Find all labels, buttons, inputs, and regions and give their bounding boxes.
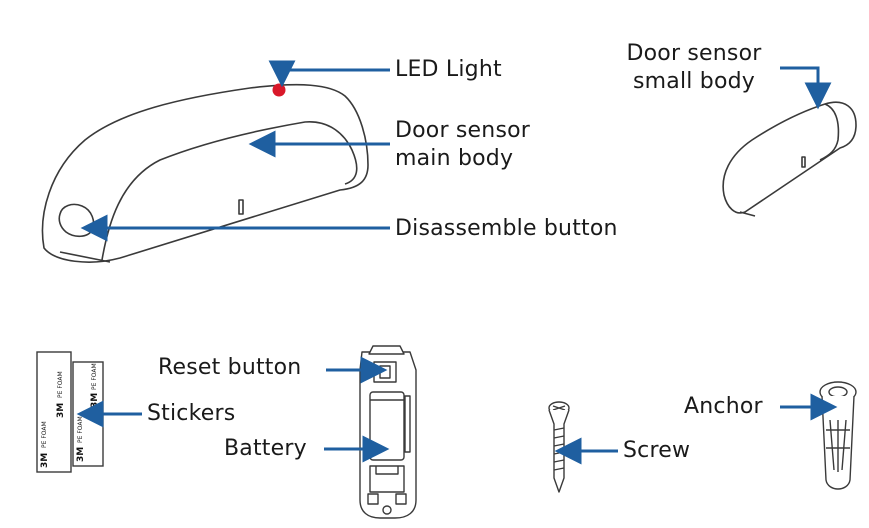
label-disassemble-button: Disassemble button xyxy=(395,216,618,241)
door-sensor-main-body xyxy=(41,83,369,263)
sensor-inner-case xyxy=(359,345,417,519)
label-battery: Battery xyxy=(224,436,307,461)
label-small-body-line2: small body xyxy=(632,69,755,94)
sticker-text-1: PE FOAM xyxy=(41,421,48,448)
screw-drawing xyxy=(548,401,570,493)
label-screw: Screw xyxy=(623,438,691,463)
led-dot xyxy=(272,83,286,97)
label-reset-button: Reset button xyxy=(158,355,302,380)
label-stickers: Stickers xyxy=(147,401,236,426)
sticker-large: 3M PE FOAM 3M PE FOAM xyxy=(36,351,72,473)
door-sensor-small-body xyxy=(722,101,857,217)
label-anchor: Anchor xyxy=(684,394,763,419)
sticker-text-4: PE FOAM xyxy=(91,363,98,390)
sticker-text-2: PE FOAM xyxy=(57,371,64,398)
disassemble-button-recess xyxy=(58,203,95,238)
pointer-arrows xyxy=(76,60,838,465)
label-small-body-line1: Door sensor xyxy=(626,41,762,66)
label-main-body-line1: Door sensor xyxy=(395,118,531,143)
arrow-led-light xyxy=(268,60,390,88)
sticker-logo-1: 3M xyxy=(40,453,50,468)
label-led-light: LED Light xyxy=(395,57,502,82)
sticker-text-3: PE FOAM xyxy=(77,416,84,443)
arrow-small-body xyxy=(780,66,832,110)
sticker-logo-4: 3M xyxy=(90,393,100,408)
anchor-drawing xyxy=(819,381,857,490)
sticker-logo-3: 3M xyxy=(76,447,86,462)
label-main-body-line2: main body xyxy=(395,146,514,171)
sticker-logo-2: 3M xyxy=(56,403,66,418)
